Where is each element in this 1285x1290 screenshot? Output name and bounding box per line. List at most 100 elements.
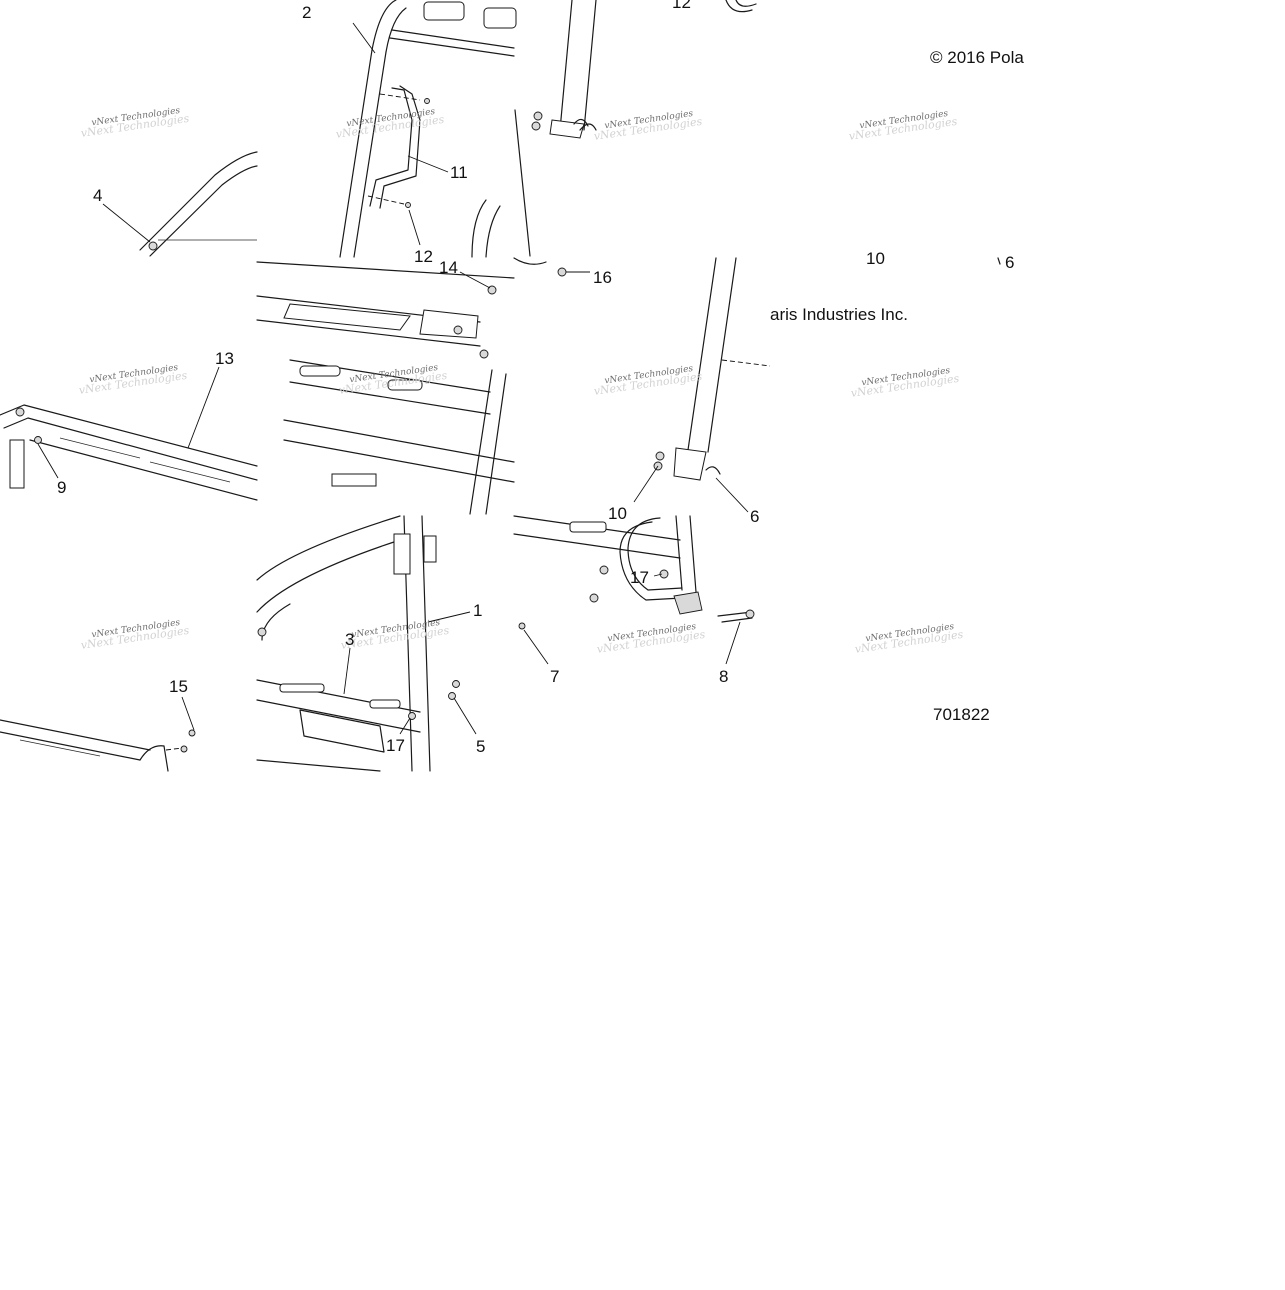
tile-r2c2	[256, 257, 590, 515]
leader-12-mid	[408, 209, 421, 246]
callout-17-right: 17	[630, 568, 649, 587]
tile-fragment-6	[997, 257, 1001, 265]
callout-4: 4	[93, 186, 102, 205]
rear-upright-foot	[673, 447, 707, 481]
leader-11	[407, 155, 449, 173]
leader-1	[427, 611, 471, 623]
screw-bottom	[405, 202, 411, 208]
callout-5: 5	[476, 737, 485, 756]
tow-hoop-inner	[619, 521, 683, 601]
leader-5	[453, 697, 477, 735]
copyright-text-part-1: © 2016 Pola	[930, 48, 1024, 67]
front-post-bracket-2	[423, 535, 437, 563]
grab-handle-inner	[379, 85, 421, 209]
callout-7: 7	[550, 667, 559, 686]
cab-frame-tube	[139, 151, 258, 251]
tow-hoop	[627, 517, 683, 591]
grab-handle	[369, 87, 413, 207]
rear-post-right	[485, 373, 507, 515]
rear-latch-box	[419, 309, 479, 339]
frame-lower-edge-2	[0, 731, 141, 761]
callout-labels: 2 12 4 11 12 10 6 14 16 13 9 10 6 17 1 3…	[57, 0, 1014, 756]
leader-13	[187, 366, 220, 449]
bolt-8-shaft-2	[721, 617, 753, 623]
frame-bolt	[15, 407, 25, 417]
roof-panel-edge	[391, 29, 515, 49]
callout-17-left: 17	[386, 736, 405, 755]
plate-slot-1	[299, 365, 341, 377]
tile-r2c3	[633, 257, 1001, 513]
roof-panel-edge-2	[389, 37, 515, 57]
rail-bend	[725, 0, 753, 13]
rear-upright-left	[687, 257, 717, 451]
leader-8	[725, 621, 741, 665]
rear-upright-right	[707, 257, 737, 453]
callout-1: 1	[473, 601, 482, 620]
hoop-nut-2	[599, 565, 609, 575]
leader-10-right	[633, 465, 659, 503]
rear-post-left	[469, 369, 493, 515]
rear-panel-top	[256, 261, 515, 279]
leader-7	[523, 629, 549, 665]
diagram-meta: © 2016 Pola aris Industries Inc. 701822	[770, 48, 1024, 724]
frame-lower-slot	[19, 739, 101, 757]
callout-8: 8	[719, 667, 728, 686]
callout-2: 2	[302, 3, 311, 22]
tile-r3c1	[0, 696, 196, 772]
front-tube-end	[261, 603, 291, 641]
upright-nut-1	[655, 451, 665, 461]
leader-14	[459, 271, 491, 289]
callout-9: 9	[57, 478, 66, 497]
front-plate-bottom	[256, 699, 421, 733]
front-plate-tab	[299, 709, 385, 753]
leader-4	[102, 203, 151, 243]
bolt-panel-corner	[479, 349, 489, 359]
roll-bar-right-edge	[353, 51, 387, 258]
callout-12-top: 12	[672, 0, 691, 12]
callout-12-mid: 12	[414, 247, 433, 266]
fastener-path-15	[165, 747, 183, 751]
callout-14: 14	[439, 258, 458, 277]
leader-15	[181, 696, 195, 731]
lower-frame-mid	[3, 417, 258, 481]
upright-right	[583, 0, 597, 131]
bolt-head	[148, 241, 158, 251]
lower-frame-top	[0, 404, 258, 467]
clamp-2	[579, 123, 597, 131]
front-tube-arc-inner	[256, 539, 401, 613]
frame-slot-2	[149, 461, 231, 483]
nut-2	[531, 121, 541, 131]
tile-seam-upright	[514, 109, 531, 257]
rear-post-low-left	[675, 515, 683, 591]
latch-bolt	[453, 325, 463, 335]
cross-member-slot	[331, 473, 377, 487]
hardware-top-seam	[513, 257, 547, 265]
upright-clamp	[705, 466, 721, 475]
leader-17-right	[653, 573, 663, 577]
screw-7	[518, 622, 526, 630]
frame-bolt-2	[34, 436, 42, 444]
lower-rail-bottom	[513, 533, 681, 559]
bolt-17-right	[659, 569, 669, 579]
rear-window-slot	[283, 303, 411, 331]
lower-frame-bottom	[29, 439, 258, 501]
plate-slot-2	[387, 379, 423, 391]
tile-r1c2	[339, 0, 517, 258]
cross-member-top	[283, 419, 515, 463]
frame-end-cap	[139, 745, 169, 772]
frame-lower-edge	[0, 719, 151, 751]
roll-bar-bend	[371, 0, 397, 51]
leader-17-left	[399, 717, 411, 735]
bolt-5-a	[452, 680, 460, 688]
leader-6	[715, 477, 749, 513]
lower-rail-slot	[569, 521, 607, 533]
screw-top	[424, 98, 430, 104]
rear-post-foot	[673, 591, 703, 615]
nut-1	[533, 111, 543, 121]
frame-slot-1	[59, 437, 141, 459]
callout-13: 13	[215, 349, 234, 368]
front-tube-arc	[256, 515, 401, 581]
bolt-17-left	[408, 712, 416, 720]
front-crossbar	[256, 759, 381, 772]
